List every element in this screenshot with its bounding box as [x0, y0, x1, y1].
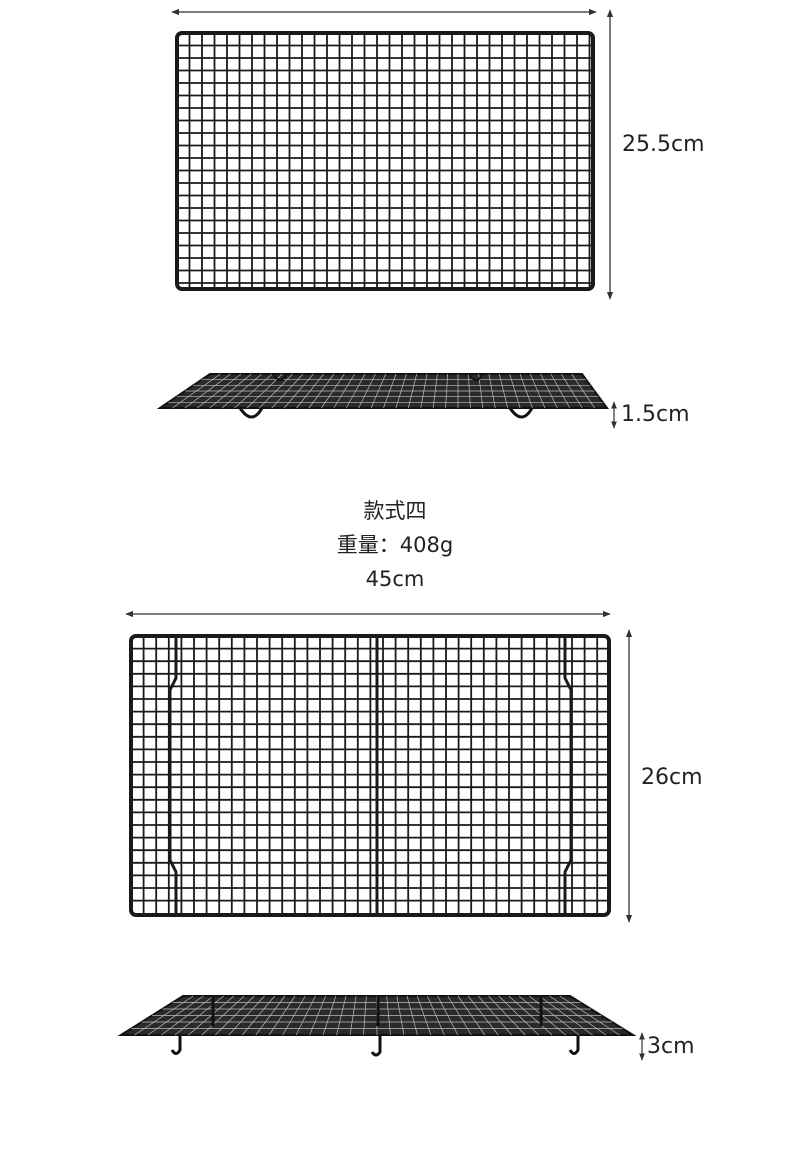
rack-2-leg-middle: [370, 1035, 382, 1057]
rack-1-grid: [177, 33, 593, 289]
rack-2-leg-right: [568, 1035, 580, 1055]
rack-1-frame: [175, 31, 595, 291]
width-label: 45cm: [365, 567, 425, 591]
rack-1-foot-back-left: [272, 373, 288, 381]
rack-2-top-view: [125, 610, 633, 923]
rack-2-leg-left: [170, 1035, 182, 1055]
rack-2-grid: [131, 636, 609, 915]
rack-2-support-right: [563, 638, 573, 913]
rack-2-side-height-label: 3cm: [647, 1034, 695, 1059]
rack-1-side-view: [156, 373, 617, 429]
rack-1-top-view: [171, 8, 614, 300]
weight-label: 重量：408g: [336, 533, 454, 557]
rack-1-foot-left: [238, 407, 264, 419]
rack-2-side-view: [117, 995, 645, 1061]
rack-1-foot-right: [508, 407, 534, 419]
rack-2-height-label: 26cm: [641, 765, 703, 790]
style-label: 款式四: [363, 499, 427, 523]
rack-2-side-grid: [131, 995, 623, 1036]
rack-1-side-grid: [168, 373, 603, 409]
spec-block: 款式四 重量：408g 45cm: [0, 494, 790, 596]
rack-1-side-height-label: 1.5cm: [621, 402, 690, 427]
rack-1-height-label: 25.5cm: [622, 132, 705, 157]
rack-1-foot-back-right: [468, 373, 484, 381]
rack-2-support-left: [168, 638, 178, 913]
